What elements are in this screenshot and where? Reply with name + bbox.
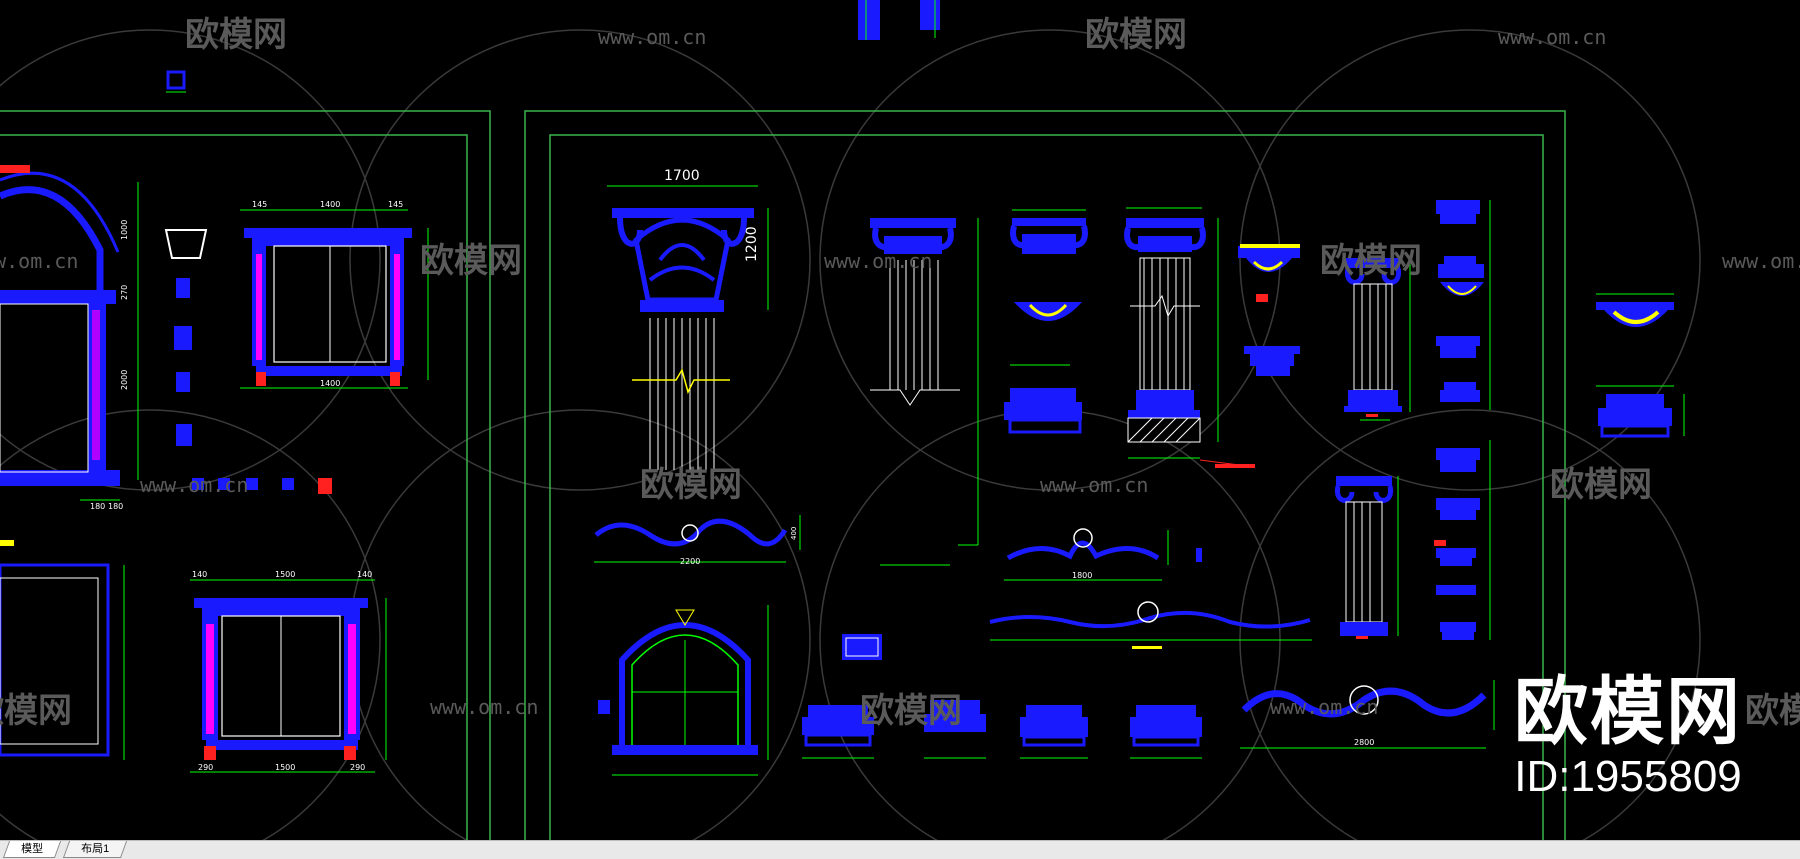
svg-text:1500: 1500 [275, 570, 295, 579]
corinthian-capital: 1700 1200 [607, 168, 769, 470]
ionic-column-1 [870, 218, 979, 566]
brand-overlay: 欧模网 ID:1955809 [1514, 672, 1742, 802]
svg-text:www.om.cn: www.om.cn [598, 25, 706, 49]
svg-text:www.om.cn: www.om.cn [1040, 473, 1148, 497]
model-id: ID:1955809 [1514, 752, 1742, 801]
svg-text:欧模网: 欧模网 [1745, 691, 1800, 731]
svg-text:1700: 1700 [664, 168, 700, 184]
cad-drawing: 1000 270 2000 180 180 1400 145 145 [0, 0, 1800, 840]
watermark-circles [0, 29, 1701, 840]
svg-text:290: 290 [198, 763, 213, 772]
ionic-column-3 [1344, 258, 1411, 421]
svg-text:1500: 1500 [275, 763, 295, 772]
ionic-column-4 [1334, 476, 1399, 639]
window-1500: 1500 140 140 1500 290 290 [190, 570, 387, 773]
window-1400: 1400 145 145 1400 [240, 200, 429, 389]
svg-text:www.om.cn: www.om.cn [140, 473, 248, 497]
svg-text:2200: 2200 [680, 557, 700, 566]
tab-layout1[interactable]: 布局1 [62, 841, 128, 858]
svg-text:140: 140 [192, 570, 207, 579]
ornament-2200: 2200 400 [594, 515, 801, 566]
arched-window-elevation: 1000 270 2000 180 180 [0, 165, 139, 511]
svg-text:2000: 2000 [120, 370, 129, 390]
brand-logo: 欧模网 [1514, 669, 1742, 755]
svg-text:1400: 1400 [320, 200, 340, 209]
svg-text:180: 180 [90, 502, 105, 511]
svg-text:1800: 1800 [1072, 571, 1092, 580]
ornament-1800: 1800 [1004, 528, 1202, 581]
svg-text:www.om.cn: www.om.cn [824, 249, 932, 273]
cad-model-space[interactable]: 1000 270 2000 180 180 1400 145 145 [0, 0, 1800, 840]
tab-model[interactable]: 模型 [2, 841, 62, 858]
svg-text:www.om.cn: www.om.cn [0, 249, 78, 273]
svg-text:140: 140 [357, 570, 372, 579]
frieze-long [989, 601, 1312, 649]
keystone-details [164, 229, 332, 494]
svg-text:2800: 2800 [1354, 738, 1374, 747]
svg-text:欧模网: 欧模网 [0, 691, 72, 731]
svg-text:www.om.cn: www.om.cn [1498, 25, 1606, 49]
svg-text:欧模网: 欧模网 [640, 465, 742, 505]
panel-partial [0, 540, 125, 760]
capital-pieces-right [1238, 244, 1300, 376]
drawing-frames [0, 110, 1566, 840]
svg-text:290: 290 [350, 763, 365, 772]
svg-text:欧模网: 欧模网 [1085, 15, 1187, 55]
capital-piece-far-right [1596, 293, 1685, 438]
svg-text:www.om.cn: www.om.cn [1722, 249, 1800, 273]
column-details-stack [1434, 200, 1491, 640]
svg-text:欧模网: 欧模网 [860, 691, 962, 731]
ionic-column-2 [1124, 207, 1256, 468]
ornament-2800: 2800 [1240, 680, 1495, 749]
svg-text:1200: 1200 [744, 226, 760, 262]
layout-tab-bar: 模型 布局1 [0, 840, 1800, 859]
svg-text:欧模网: 欧模网 [1550, 465, 1652, 505]
svg-text:欧模网: 欧模网 [1320, 241, 1422, 281]
svg-text:1000: 1000 [120, 220, 129, 240]
svg-text:欧模网: 欧模网 [420, 241, 522, 281]
svg-text:400: 400 [790, 527, 798, 540]
svg-text:270: 270 [120, 285, 129, 300]
svg-text:www.om.cn: www.om.cn [1270, 695, 1378, 719]
svg-text:1400: 1400 [320, 379, 340, 388]
watermarks: 欧模网 www.om.cn 欧模网 www.om.cn www.om.cn 欧模… [0, 15, 1800, 731]
svg-text:www.om.cn: www.om.cn [430, 695, 538, 719]
svg-text:欧模网: 欧模网 [185, 15, 287, 55]
svg-text:145: 145 [388, 200, 403, 209]
ionic-capital-pieces [1004, 209, 1088, 434]
svg-text:180: 180 [108, 502, 123, 511]
arched-window-small [598, 605, 769, 776]
svg-text:145: 145 [252, 200, 267, 209]
column-bases [802, 634, 1202, 759]
top-details [166, 0, 940, 93]
